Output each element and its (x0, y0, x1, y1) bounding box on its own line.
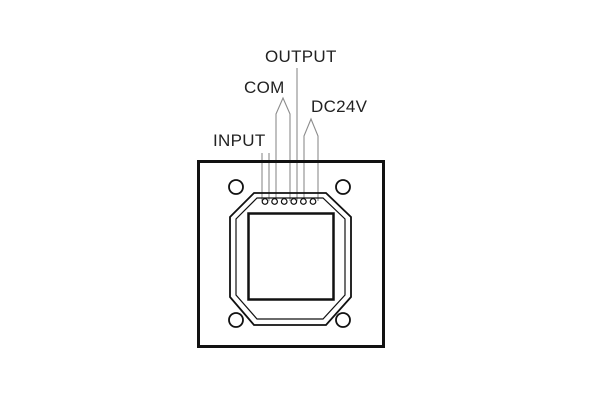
terminal-pin (300, 198, 307, 205)
com-wire (275, 96, 291, 201)
bezel-inner (235, 197, 346, 320)
terminal-pin (271, 198, 279, 205)
com-label: COM (244, 78, 285, 97)
mounting-hole-bottom-left (228, 312, 244, 328)
dc24v-label: DC24V (311, 97, 368, 116)
terminal-pin (261, 198, 269, 205)
terminal-pin (290, 198, 298, 205)
terminal-pin (309, 198, 317, 205)
terminal-pin (280, 198, 288, 205)
mounting-hole-top-left (228, 179, 244, 195)
mounting-hole-top-right (335, 179, 351, 195)
mounting-hole-bottom-right (335, 312, 351, 328)
dc24v-wire (303, 117, 319, 201)
module-housing (197, 160, 385, 348)
input-label: INPUT (213, 131, 266, 150)
bezel-outer (229, 192, 352, 326)
output-label: OUTPUT (265, 47, 337, 66)
display-window (247, 212, 335, 301)
terminal-pin-row (261, 198, 317, 205)
